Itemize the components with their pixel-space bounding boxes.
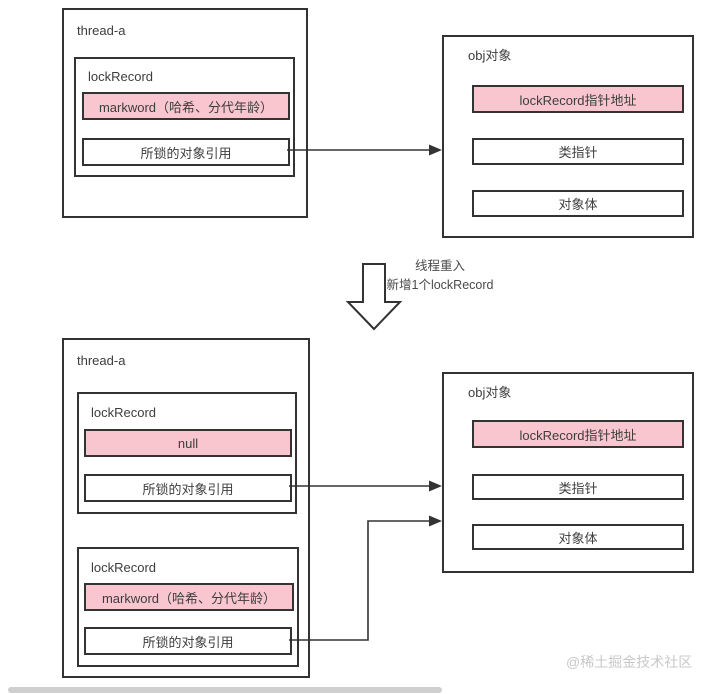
obj-box-bottom-title: obj对象 <box>468 385 512 400</box>
arrowhead-icon <box>429 144 442 156</box>
arrowhead-icon <box>429 480 442 492</box>
object-body-cell-top: 对象体 <box>472 190 684 217</box>
obj-box-top-title: obj对象 <box>468 48 512 63</box>
arrowhead-icon <box>429 515 442 527</box>
lock-record-box-bottom-1: lockRecord null 所锁的对象引用 <box>77 392 297 514</box>
obj-box-top: obj对象 lockRecord指针地址 类指针 对象体 <box>442 35 694 238</box>
thread-box-bottom-title: thread-a <box>77 353 126 368</box>
lockrecord-pointer-cell-top: lockRecord指针地址 <box>472 85 684 113</box>
obj-box-bottom: obj对象 lockRecord指针地址 类指针 对象体 <box>442 372 694 573</box>
object-ref-cell-bottom-1: 所锁的对象引用 <box>84 474 292 502</box>
transition-label-line2: 新增1个lockRecord <box>386 278 494 292</box>
lock-record-box-top: lockRecord markword（哈希、分代年龄） 所锁的对象引用 <box>74 57 295 177</box>
horizontal-scrollbar-thumb[interactable] <box>8 687 442 693</box>
thread-box-top-title: thread-a <box>77 23 126 38</box>
lock-record-box-bottom-2: lockRecord markword（哈希、分代年龄） 所锁的对象引用 <box>77 547 299 667</box>
class-pointer-cell-bottom: 类指针 <box>472 474 684 500</box>
markword-cell-bottom-1: null <box>84 429 292 457</box>
transition-label-line1: 线程重入 <box>414 259 465 273</box>
lock-record-box-top-title: lockRecord <box>88 69 154 84</box>
markword-cell-bottom-2: markword（哈希、分代年龄） <box>84 583 294 611</box>
transition-label: 线程重入 新增1个lockRecord <box>374 257 506 295</box>
thread-box-bottom: thread-a lockRecord null 所锁的对象引用 lockRec… <box>62 338 310 678</box>
object-ref-cell-bottom-2: 所锁的对象引用 <box>84 627 292 655</box>
arrow-bottom-ref2-to-obj <box>289 515 442 641</box>
lockrecord-pointer-cell-bottom: lockRecord指针地址 <box>472 420 684 448</box>
object-body-cell-bottom: 对象体 <box>472 524 684 550</box>
markword-cell-top: markword（哈希、分代年龄） <box>82 92 290 120</box>
class-pointer-cell-top: 类指针 <box>472 138 684 165</box>
arrow-top-ref-to-obj <box>287 144 442 156</box>
lock-record-box-bottom-1-title: lockRecord <box>91 405 157 420</box>
object-ref-cell-top: 所锁的对象引用 <box>82 138 290 166</box>
thread-box-top: thread-a lockRecord markword（哈希、分代年龄） 所锁… <box>62 8 308 218</box>
lock-record-box-bottom-2-title: lockRecord <box>91 560 157 575</box>
watermark: @稀土掘金技术社区 <box>566 654 693 670</box>
arrow-bottom-ref1-to-obj <box>289 480 442 492</box>
